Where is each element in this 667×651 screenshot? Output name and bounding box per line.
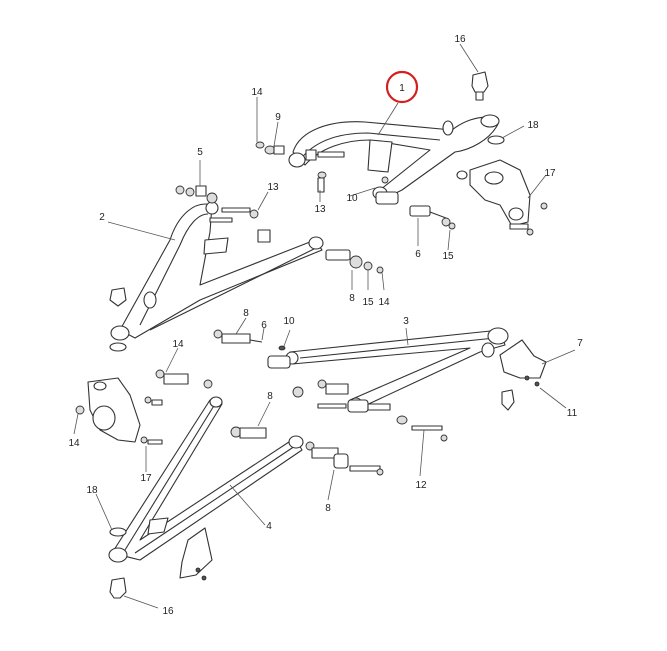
callout-8-a: 8: [243, 308, 249, 319]
left-guard: [179, 527, 213, 581]
callout-1: 1: [399, 83, 405, 94]
right-guard: [499, 339, 547, 387]
callout-10-lower: 10: [283, 316, 295, 327]
callout-17-b: 17: [140, 473, 152, 484]
callout-11: 11: [567, 408, 578, 419]
callout-8-d: 8: [325, 503, 331, 514]
callout-8-c: 8: [349, 293, 355, 304]
callout-14-a: 14: [251, 87, 263, 98]
callout-13-a: 13: [314, 204, 326, 215]
callout-15-b: 15: [442, 251, 454, 262]
snap-ring-upper: [487, 135, 505, 145]
callout-14-d: 14: [68, 438, 80, 449]
ball-joint-lower: [109, 577, 127, 599]
callout-14-c: 14: [172, 339, 184, 350]
callout-13-b: 13: [267, 182, 279, 193]
callout-14-b: 14: [378, 297, 390, 308]
ball-joint-misc: [109, 229, 515, 411]
lower-left-a-arm: [108, 396, 304, 563]
left-knuckle: [87, 377, 141, 443]
ball-joint-upper: [471, 71, 489, 101]
callout-9: 9: [275, 112, 281, 123]
snap-ring-lower: [109, 527, 127, 537]
leader-lines: [73, 43, 576, 609]
hardware: [75, 141, 548, 476]
callout-2: 2: [99, 212, 105, 223]
right-knuckle: [456, 159, 531, 227]
callout-12: 12: [415, 480, 427, 491]
callout-16-b: 16: [162, 606, 174, 617]
callout-6-lower: 6: [261, 320, 267, 331]
lower-right-a-arm: [285, 327, 509, 411]
callout-18-a: 18: [527, 120, 539, 131]
callout-labels: 1 2 3 4 5 6 6 7 8 8 8 8 9 10 10 11 12 13…: [68, 34, 583, 617]
snap-ring-left: [109, 342, 127, 352]
callout-8-b: 8: [267, 391, 273, 402]
callout-3: 3: [403, 316, 409, 327]
callout-16-a: 16: [454, 34, 466, 45]
callout-15-a: 15: [362, 297, 374, 308]
callout-18-b: 18: [86, 485, 98, 496]
callout-10-upper: 10: [346, 193, 358, 204]
callout-17-a: 17: [544, 168, 556, 179]
callout-6-upper: 6: [415, 249, 421, 260]
highlight-circle: [385, 70, 419, 104]
callout-4: 4: [266, 521, 272, 532]
callout-7: 7: [577, 338, 583, 349]
upper-left-a-arm: [110, 201, 324, 341]
callout-5: 5: [197, 147, 203, 158]
